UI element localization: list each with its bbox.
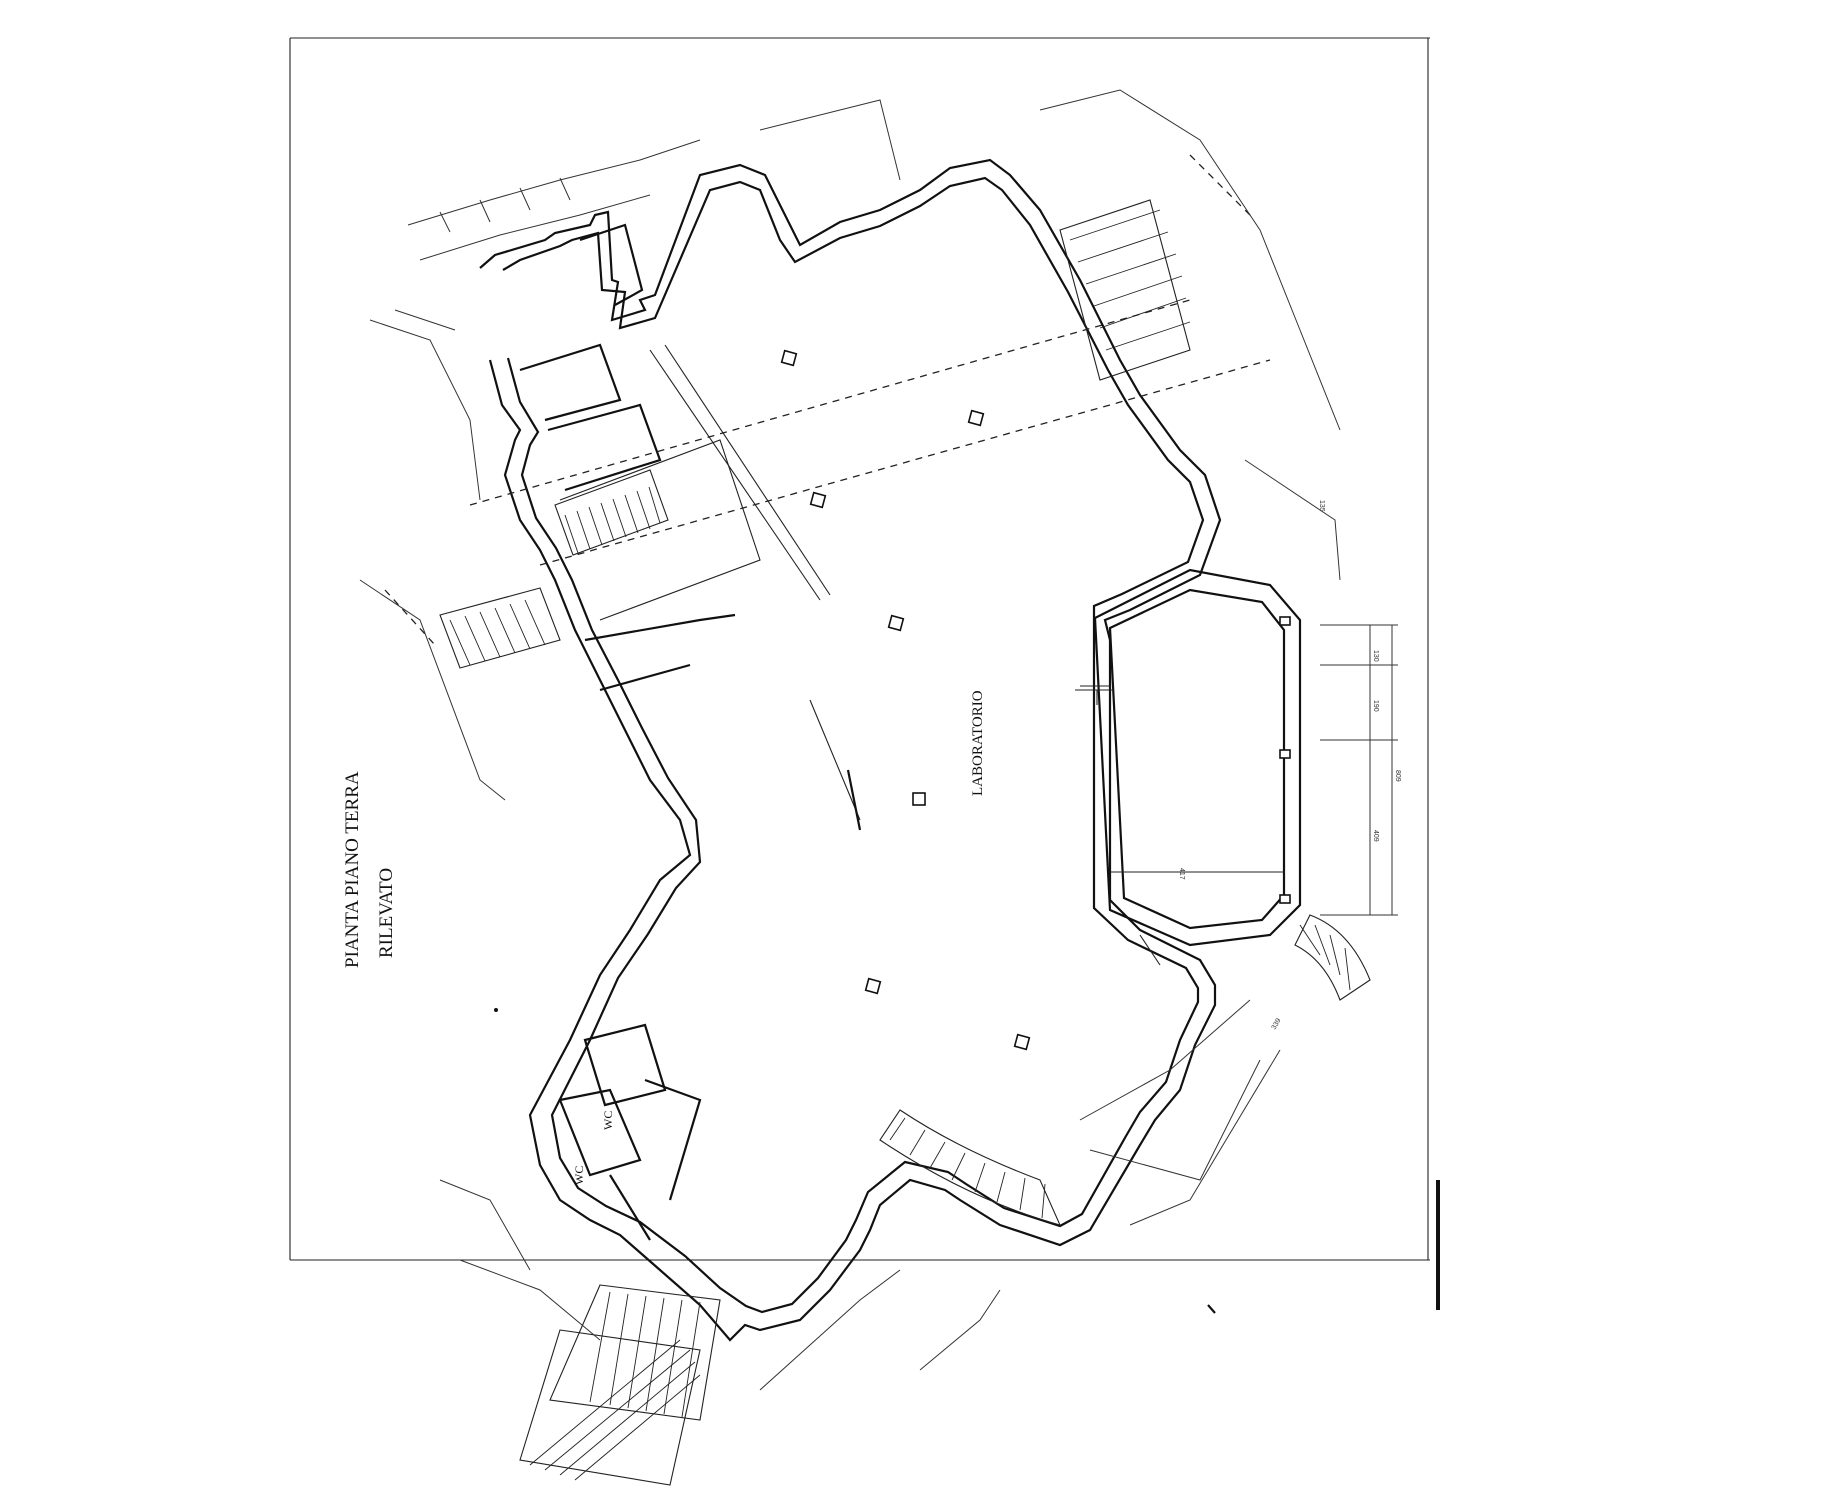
right-dimension-chain: 130 190 809 409: [1320, 624, 1401, 916]
wc-label-1: WC: [601, 1111, 615, 1130]
dim-135: 135: [1318, 500, 1325, 512]
staircase-left-mid: [439, 587, 561, 669]
staircase-right-external: [1294, 914, 1371, 1001]
wc-rooms: [558, 1023, 702, 1241]
small-details: [494, 685, 1216, 1314]
dim-130: 130: [1372, 650, 1379, 662]
interior-room-box: 417: [1075, 568, 1302, 947]
laboratorio-label: LABORATORIO: [970, 690, 986, 796]
staircase-bottom-left: [519, 1284, 721, 1486]
upper-left-partitions: [519, 223, 862, 831]
dim-417: 417: [1178, 868, 1185, 880]
outer-dimensions: 135 339: [359, 89, 1341, 1391]
staircase-upper-left: [554, 469, 669, 556]
plan-title-line2: RILEVATO: [376, 868, 397, 958]
sheet-border: [289, 37, 1440, 1310]
wc-label-2: WC: [572, 1166, 586, 1185]
section-lines: [384, 154, 1271, 646]
plan-title-line1: PIANTA PIANO TERRA: [342, 771, 363, 968]
staircase-top-right: [1059, 199, 1191, 381]
dim-809: 809: [1394, 770, 1401, 782]
pillars: [780, 349, 1031, 1051]
dim-190: 190: [1372, 700, 1379, 712]
perimeter-walls: [479, 158, 1222, 1342]
dim-339: 339: [1271, 1017, 1283, 1031]
dim-409: 409: [1372, 830, 1379, 842]
staircase-bottom-curved: [879, 1109, 1061, 1226]
